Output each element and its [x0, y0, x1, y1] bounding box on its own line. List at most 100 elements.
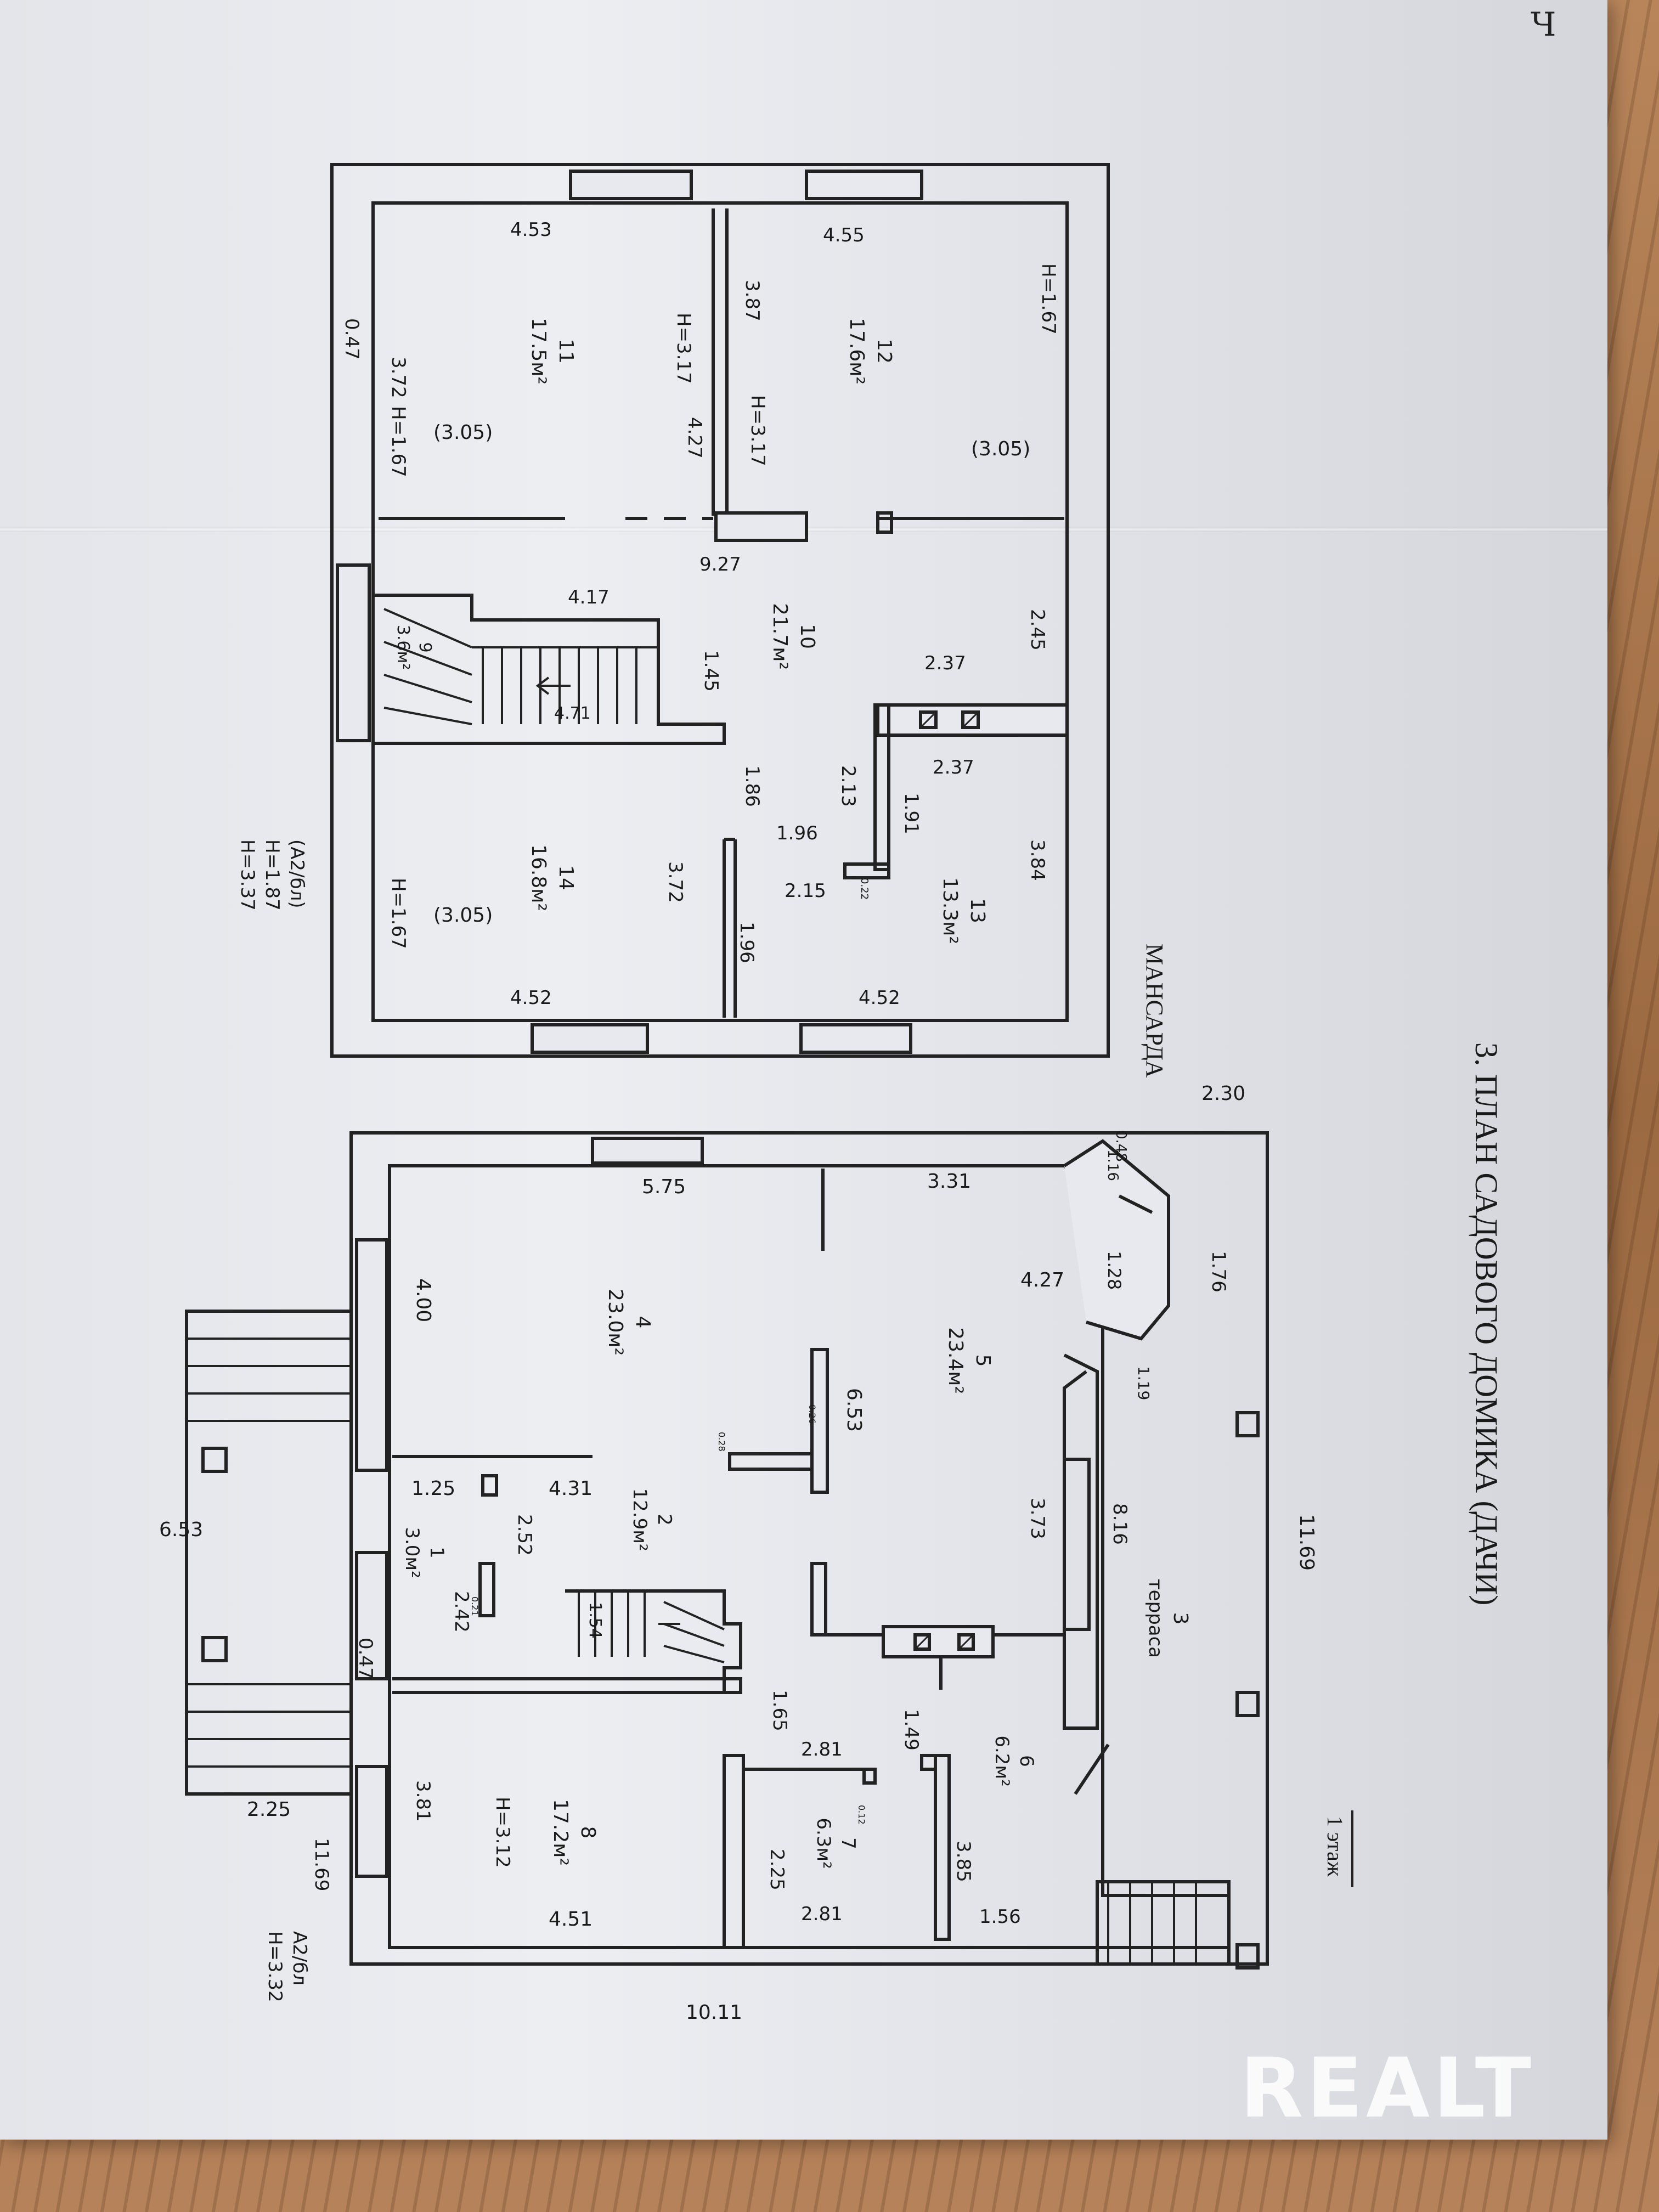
svg-text:16.8м²: 16.8м²	[527, 844, 550, 911]
dim: 1.45	[700, 650, 722, 692]
dim: 5.75	[642, 1176, 686, 1198]
svg-text:17.5м²: 17.5м²	[527, 318, 550, 385]
floor1-room-7: 7 6.3м²	[812, 1818, 859, 1869]
attic-plan	[330, 163, 1110, 1058]
svg-text:23.4м²: 23.4м²	[944, 1327, 967, 1394]
svg-text:13.3м²: 13.3м²	[939, 877, 961, 944]
dim: 10.11	[686, 2001, 742, 2024]
svg-text:3: 3	[1169, 1612, 1192, 1625]
dim: 1.28	[1104, 1251, 1125, 1290]
dim: 4.71	[554, 704, 591, 723]
dim: 11.69	[311, 1838, 332, 1891]
dim: 1.25	[411, 1477, 455, 1500]
svg-text:3.0м²: 3.0м²	[401, 1527, 423, 1578]
dim: 1.86	[741, 765, 763, 807]
dim: 4.31	[549, 1477, 592, 1500]
svg-text:13: 13	[966, 898, 989, 923]
svg-text:3.6м²: 3.6м²	[393, 625, 413, 670]
dim: 0.22	[859, 878, 870, 900]
dim: 4.52	[859, 987, 900, 1009]
dim: 2.25	[766, 1849, 788, 1891]
dim: 4.55	[823, 224, 865, 246]
floor1-room-6: 6 6.2м²	[991, 1735, 1037, 1786]
dim: 2.30	[1201, 1082, 1245, 1105]
dim: 4.27	[1020, 1269, 1064, 1291]
dim: 0.28	[716, 1432, 727, 1452]
svg-text:Н=1.87: Н=1.87	[261, 839, 283, 911]
dim: 0.48	[1113, 1130, 1129, 1162]
dim: 3.72	[387, 357, 409, 398]
attic-inner-wall	[371, 201, 1069, 1022]
floor1-room-3: 3 терраса	[1144, 1579, 1192, 1658]
floor1-dimensions: 2.30 1.16 0.48 5.75 3.31 1.28 1.76 4.00 …	[159, 1082, 1318, 2024]
dim: 4.00	[412, 1278, 435, 1322]
realt-watermark-logo: REALT	[1240, 2041, 1535, 2136]
dim: 2.37	[933, 757, 974, 778]
dim: (3.05)	[433, 421, 493, 444]
dim: 1.49	[900, 1709, 922, 1751]
first-floor-labels: 3. ПЛАН САДОВОГО ДОМИКА (ДАЧИ) 1 этаж 4 …	[159, 1042, 1504, 2024]
dim: Н=3.12	[492, 1797, 514, 1868]
dim: 3.73	[1026, 1498, 1048, 1539]
attic-room-9: 9 3.6м²	[393, 625, 435, 670]
dim: 1.56	[979, 1906, 1021, 1928]
dim: 4.52	[510, 987, 552, 1009]
dim: 1.54	[585, 1602, 605, 1639]
svg-text:21.7м²: 21.7м²	[769, 603, 791, 670]
svg-text:9: 9	[415, 642, 435, 652]
svg-text:1: 1	[426, 1547, 448, 1559]
floor1-room-8: 8 17.2м²	[549, 1799, 599, 1866]
dim: 0.47	[354, 1638, 376, 1679]
floor1-room-1: 1 3.0м²	[401, 1527, 448, 1578]
dim: 1.19	[1135, 1366, 1153, 1400]
dim: 2.81	[801, 1739, 843, 1760]
dim: 4.17	[568, 586, 610, 608]
dim: Н=1.67	[387, 878, 409, 949]
svg-text:14: 14	[555, 865, 577, 890]
svg-text:7: 7	[837, 1837, 859, 1849]
attic-labels: МАНСАРДА 11 17.5м² 12 17.6м² 10 21.7м² 9…	[236, 219, 1168, 1078]
floor1-note: А2/бл Н=3.32	[264, 1931, 311, 2002]
dim: Н=3.17	[747, 395, 769, 466]
dim: 3.84	[1026, 839, 1048, 881]
attic-room-13: 13 13.3м²	[939, 877, 989, 944]
dim: 0.47	[341, 318, 363, 360]
dim: 1.96	[736, 922, 758, 963]
dim: 4.51	[549, 1908, 592, 1931]
dim: (3.05)	[433, 904, 493, 927]
dim: 8.16	[1109, 1503, 1131, 1545]
dim: 1.65	[769, 1690, 791, 1731]
svg-text:6.2м²: 6.2м²	[991, 1735, 1013, 1786]
dim: 6.53	[159, 1519, 203, 1541]
dim: 1.96	[776, 822, 818, 844]
dim: 3.72	[664, 861, 686, 903]
svg-text:11: 11	[555, 338, 577, 364]
floor1-room-4: 4 23.0м²	[604, 1289, 654, 1356]
dim: 3.87	[741, 280, 763, 321]
dim: 0.12	[856, 1805, 867, 1825]
dim: 4.27	[684, 417, 706, 459]
attic-room-11: 11 17.5м²	[527, 318, 577, 385]
svg-text:6.3м²: 6.3м²	[812, 1818, 834, 1869]
svg-text:12.9м²: 12.9м²	[629, 1488, 651, 1551]
svg-text:5: 5	[972, 1355, 994, 1367]
floor1-room-5: 5 23.4м²	[944, 1327, 994, 1394]
dim: Н=3.17	[673, 313, 695, 384]
dim: Н=1.67	[387, 406, 409, 477]
dim: 2.15	[785, 880, 826, 902]
page-corner-mark: Ч	[1531, 5, 1556, 44]
dim: (3.05)	[971, 438, 1030, 460]
dim: 2.45	[1026, 609, 1048, 651]
dim: Н=1.67	[1037, 263, 1059, 335]
svg-text:А2/бл: А2/бл	[289, 1931, 311, 1985]
dim: 3.81	[412, 1780, 434, 1822]
svg-text:17.2м²: 17.2м²	[549, 1799, 572, 1866]
floor-plan-sheet	[0, 0, 1607, 2140]
dim: 3.85	[952, 1841, 974, 1882]
plan-title: 3. ПЛАН САДОВОГО ДОМИКА (ДАЧИ)	[1469, 1042, 1504, 1606]
dim: 1.91	[900, 793, 922, 834]
dim: 4.53	[510, 219, 552, 241]
attic-title: МАНСАРДА	[1141, 944, 1168, 1078]
